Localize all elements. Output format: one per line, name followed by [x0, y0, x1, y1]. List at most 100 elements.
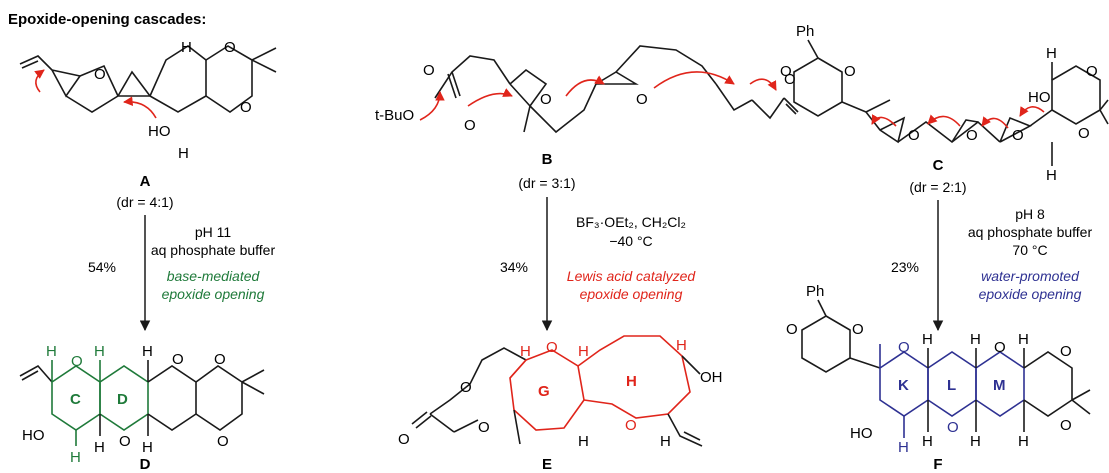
structure-E [411, 335, 703, 447]
ring-label-C: C [70, 391, 81, 408]
atom-h: H [970, 433, 981, 450]
atom-o: O [398, 431, 410, 448]
atom-h: H [178, 145, 189, 162]
electron-arrows-C [871, 106, 1045, 129]
yield-3: 23% [891, 259, 919, 275]
atom-o: O [1060, 343, 1072, 360]
compound-label-C: C [933, 157, 944, 174]
atom-o: O [240, 99, 252, 116]
structure-F [801, 299, 1091, 438]
condition-2-line-2: −40 °C [609, 233, 652, 249]
ring-label-G: G [538, 383, 550, 400]
atom-o: O [1086, 63, 1098, 80]
atom-o: O [71, 353, 83, 370]
atom-h: H [676, 337, 687, 354]
atom-o: O [1078, 125, 1090, 142]
ring-label-H: H [626, 373, 637, 390]
atom-o: O [478, 419, 490, 436]
condition-3-line-2: aq phosphate buffer [968, 224, 1093, 240]
atom-o: O [994, 339, 1006, 356]
note-1-line-2: epoxide opening [162, 286, 265, 302]
atom-o: O [898, 339, 910, 356]
atom-ho: HO [1028, 89, 1051, 106]
atom-ph: Ph [806, 283, 824, 300]
atom-h: H [70, 449, 81, 466]
atom-h: H [1018, 433, 1029, 450]
ring-label-K: K [898, 377, 909, 394]
compound-label-F: F [933, 456, 942, 473]
atom-o: O [464, 117, 476, 134]
atom-o: O [908, 127, 920, 144]
atom-ph: Ph [796, 23, 814, 40]
atom-o: O [947, 419, 959, 436]
atom-h: H [142, 439, 153, 456]
condition-3-line-3: 70 °C [1012, 242, 1047, 258]
atom-ho: HO [22, 427, 45, 444]
atom-o: O [217, 433, 229, 450]
atoms-E: O O O H O H H OH O H H G H [398, 337, 723, 450]
atom-h: H [142, 343, 153, 360]
yield-1: 54% [88, 259, 116, 275]
atom-h: H [898, 439, 909, 456]
dr-ratio-B: (dr = 3:1) [518, 175, 575, 191]
atom-o: O [224, 39, 236, 56]
atom-h: H [1018, 331, 1029, 348]
atom-h: H [46, 343, 57, 360]
atom-o: O [966, 127, 978, 144]
atom-oh: OH [700, 369, 723, 386]
condition-2-line-1: BF₃·OEt₂, CH₂Cl₂ [576, 214, 686, 230]
atom-h: H [1046, 45, 1057, 62]
atom-h: H [1046, 167, 1057, 184]
compound-label-E: E [542, 456, 552, 473]
atom-h: H [181, 39, 192, 56]
dr-ratio-A: (dr = 4:1) [116, 194, 173, 210]
atoms-F: Ph O O O H H O H O O O HO H H H H K L M [786, 283, 1072, 456]
electron-arrows-B [419, 71, 777, 121]
atoms-D: H O H H O O O O HO H H H C D [22, 343, 229, 466]
atom-h: H [94, 343, 105, 360]
compound-label-A: A [140, 173, 151, 190]
dr-ratio-C: (dr = 2:1) [909, 179, 966, 195]
structure-A [19, 45, 277, 113]
atom-o: O [540, 91, 552, 108]
atom-h: H [578, 433, 589, 450]
atom-o: O [852, 321, 864, 338]
atom-o: O [460, 379, 472, 396]
ring-label-M: M [993, 377, 1006, 394]
scheme-title: Epoxide-opening cascades: [8, 11, 206, 28]
note-3-line-2: epoxide opening [979, 286, 1082, 302]
atom-o: O [784, 71, 796, 88]
atom-o: O [625, 417, 637, 434]
yield-2: 34% [500, 259, 528, 275]
atom-ho: HO [850, 425, 873, 442]
atom-o: O [214, 351, 226, 368]
atom-o: O [94, 66, 106, 83]
condition-1-line-1: pH 11 [195, 224, 232, 240]
atom-o: O [786, 321, 798, 338]
atom-o: O [636, 91, 648, 108]
atom-h: H [94, 439, 105, 456]
compound-label-D: D [140, 456, 151, 473]
condition-1-line-2: aq phosphate buffer [151, 242, 276, 258]
electron-arrows-A [34, 69, 157, 119]
atom-o: O [1012, 127, 1024, 144]
atom-o: O [780, 63, 792, 80]
atoms-C: Ph O O O O O HO H O O H [780, 23, 1098, 184]
structure-B [434, 45, 799, 134]
note-3-line-1: water-promoted [981, 268, 1080, 284]
ring-label-D: D [117, 391, 128, 408]
atom-h: H [520, 343, 531, 360]
atoms-A: O H O O HO H [94, 39, 252, 162]
atoms-B: t-BuO O O O O O [375, 62, 796, 134]
atom-h: H [922, 331, 933, 348]
atom-o: O [119, 433, 131, 450]
note-1-line-1: base-mediated [167, 268, 261, 284]
atom-o: O [423, 62, 435, 79]
atom-tbuo: t-BuO [375, 107, 414, 124]
note-2-line-1: Lewis acid catalyzed [567, 268, 697, 284]
atom-h: H [660, 433, 671, 450]
atom-o: O [844, 63, 856, 80]
ring-label-L: L [947, 377, 956, 394]
atom-o: O [546, 339, 558, 356]
